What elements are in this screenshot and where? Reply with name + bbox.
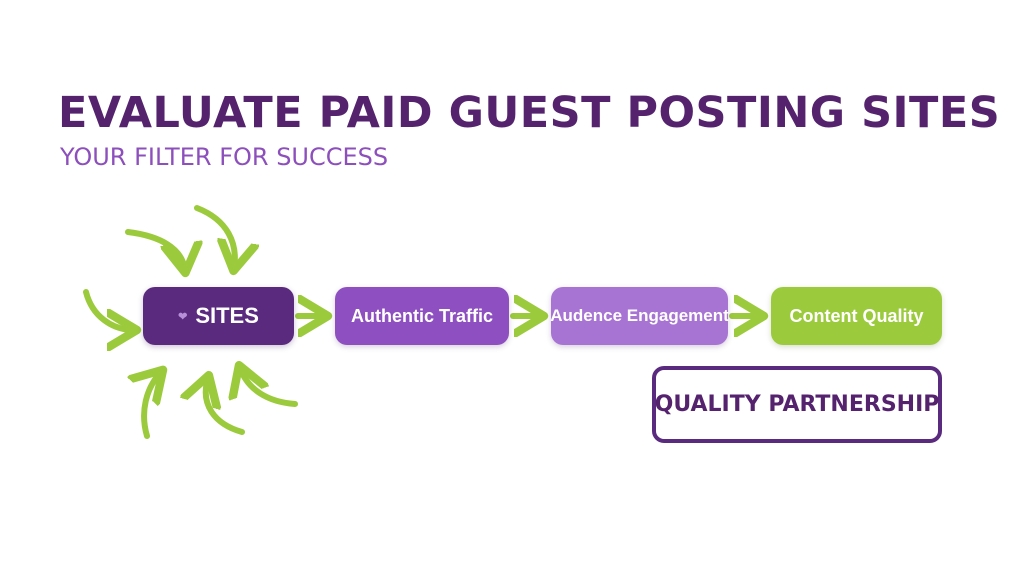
incoming-arrow-left <box>83 289 134 330</box>
node-audience-engagement: Audence Engagement <box>550 287 729 345</box>
diagram-title: EVALUATE PAID GUEST POSTING SITES <box>58 88 1001 138</box>
node-quality-partnership-label: QUALITY PARTNERSHIP <box>654 392 940 417</box>
heart-icon: ❤ <box>178 310 188 323</box>
node-authentic-traffic: Authentic Traffic <box>335 287 509 345</box>
node-quality-partnership: QUALITY PARTNERSHIP <box>652 366 942 443</box>
incoming-arrow-top-right <box>194 205 235 268</box>
incoming-arrow-bottom-left <box>144 372 161 439</box>
node-content-quality: Content Quality <box>771 287 942 345</box>
incoming-arrow-bottom-right <box>240 368 298 407</box>
incoming-arrow-top-left <box>125 229 185 270</box>
node-sites: ❤ SITES <box>143 287 294 345</box>
diagram-subtitle: YOUR FILTER FOR SUCCESS <box>60 143 389 171</box>
node-audience-engagement-label: Audence Engagement <box>550 306 729 325</box>
incoming-arrow-bottom-middle <box>206 378 245 435</box>
node-content-quality-label: Content Quality <box>789 305 924 326</box>
node-sites-label: SITES <box>195 303 259 328</box>
node-authentic-traffic-label: Authentic Traffic <box>350 305 493 326</box>
